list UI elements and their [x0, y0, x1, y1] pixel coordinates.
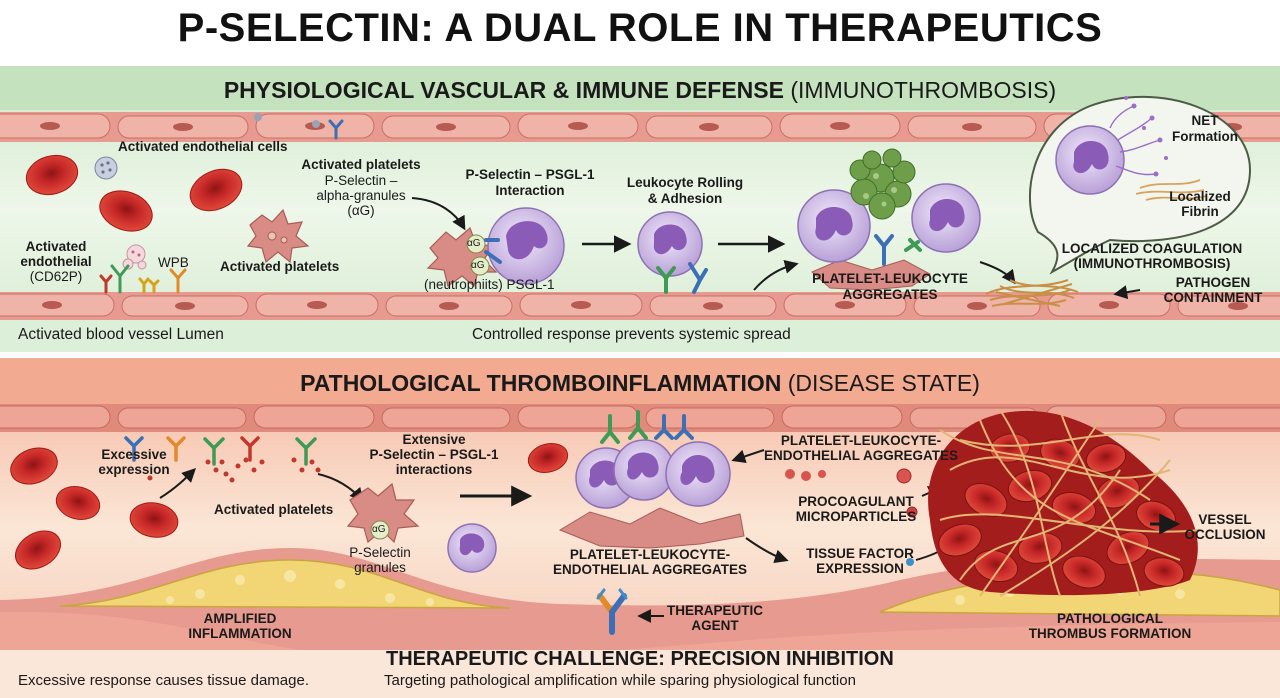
therapeutic-agent-antibody: [596, 588, 628, 635]
label-aggregates-1: PLATELET-LEUKOCYTE: [812, 271, 968, 286]
ple-aggregate: [558, 410, 745, 549]
arrow-from-rolling: [753, 259, 799, 291]
label-thrombus-1: PATHOLOGICAL: [1057, 611, 1163, 626]
label-ple-top-1: PLATELET-LEUKOCYTE-: [780, 433, 942, 448]
pathological-footer-left: Excessive response causes tissue damage.: [18, 672, 309, 689]
label-activated-platelets-top: Activated platelets: [301, 157, 421, 172]
pathological-heading: PATHOLOGICAL THROMBOINFLAMMATION (DISEAS…: [0, 370, 1280, 396]
label-interaction-2: Interaction: [495, 183, 565, 198]
label-pathogen-2: CONTAINMENT: [1163, 290, 1263, 305]
lower-footer-strip: [0, 650, 1280, 698]
label-procoag-1: PROCOAGULANT: [798, 494, 914, 509]
upper-footer-strip: [0, 320, 1280, 352]
label-tissue-factor-2: EXPRESSION: [816, 561, 904, 576]
upper-vessel-wall-bottom: [0, 292, 1280, 320]
label-vessel-1: VESSEL: [1198, 512, 1252, 527]
pathological-heading-normal: (DISEASE STATE): [787, 370, 980, 396]
label-activated-endothelial-cells: Activated endothelial cells: [118, 139, 288, 154]
label-fibrin-1: Localized: [1169, 189, 1231, 204]
main-title: P-SELECTIN: A DUAL ROLE IN THERAPEUTICS: [177, 6, 1103, 50]
label-tissue-factor-1: TISSUE FACTOR: [806, 546, 914, 561]
label-excessive-1: Excessive: [101, 447, 167, 462]
small-particles-top: [254, 113, 320, 128]
label-ple-center-2: ENDOTHELIAL AGGREGATES: [552, 562, 747, 577]
therapeutic-challenge-subtitle: Targeting pathological amplification whi…: [384, 672, 856, 689]
label-coagulation-2: (IMMUNOTHROMBOSIS): [1073, 256, 1231, 271]
interaction-platelet: [426, 226, 498, 288]
label-p-selectin-granules-1: P-Selectin: [349, 545, 411, 560]
label-aggregates-2: AGGREGATES: [842, 287, 938, 302]
label-excessive-2: expression: [98, 462, 170, 477]
label-p-selectin-alpha-2: alpha-granules: [316, 188, 406, 203]
localized-fibrin-mesh: [985, 279, 1079, 307]
label-therapeutic-1: THERAPEUTIC: [666, 603, 763, 618]
label-extensive-3: interactions: [395, 462, 473, 477]
arrow-excessive: [159, 468, 196, 499]
label-coagulation-1: LOCALIZED COAGULATION: [1061, 241, 1243, 256]
therapeutic-challenge-title: THERAPEUTIC CHALLENGE: PRECISION INHIBIT…: [386, 648, 894, 670]
arrow-tissue-factor: [745, 537, 789, 564]
label-wpb: WPB: [158, 255, 189, 270]
p-selectin-receptors-bottom: [124, 436, 317, 466]
platelet-leukocyte-aggregate-top: [797, 148, 981, 291]
label-activated-platelets-bottom: Activated platelets: [220, 259, 340, 274]
rolling-leukocyte: [637, 211, 708, 294]
pathological-thrombus: [928, 409, 1201, 597]
plaque-left: [59, 559, 511, 609]
physiological-heading-bold: PHYSIOLOGICAL VASCULAR & IMMUNE DEFENSE: [223, 77, 784, 103]
endothelial-granule-cell: [94, 156, 147, 270]
label-thrombus-2: THROMBUS FORMATION: [1028, 626, 1192, 641]
red-blood-cells-top: [25, 154, 243, 232]
p-selectin-receptors-top: [99, 119, 344, 294]
label-therapeutic-2: AGENT: [691, 618, 739, 633]
badge-ag-2: αG: [471, 260, 485, 271]
label-net-2: Formation: [1172, 129, 1238, 144]
activated-platelet-top: [246, 208, 310, 264]
red-blood-cells-bottom: [10, 443, 569, 570]
physiological-footer-left: Activated blood vessel Lumen: [18, 326, 224, 343]
label-activated-platelets-path: Activated platelets: [214, 502, 334, 517]
label-extensive-2: P-Selectin – PSGL-1: [369, 447, 499, 462]
label-amplified-1: AMPLIFIED: [203, 611, 277, 626]
label-p-selectin-alpha-1: P-Selectin –: [324, 173, 398, 188]
circulating-leukocyte: [447, 523, 497, 573]
label-ple-center-1: PLATELET-LEUKOCYTE-: [569, 547, 731, 562]
label-neutrophils-psgl1: (neutrophiits) PSGL-1: [424, 277, 555, 292]
physiological-heading-bar: [0, 66, 1280, 110]
label-extensive-1: Extensive: [402, 432, 466, 447]
label-procoag-2: MICROPARTICLES: [795, 509, 917, 524]
physiological-footer-center: Controlled response prevents systemic sp…: [472, 326, 791, 343]
label-p-selectin-granules-2: granules: [354, 560, 406, 575]
arrow-pathogen: [1113, 285, 1141, 300]
pathological-heading-bold: PATHOLOGICAL THROMBOINFLAMMATION: [300, 370, 782, 396]
granule-dots-bottom: [147, 457, 321, 483]
label-rolling-1: Leukocyte Rolling: [626, 175, 744, 190]
label-net-1: NET: [1191, 113, 1219, 128]
pathological-heading-bar: [0, 358, 1280, 404]
label-alpha-g: (αG): [347, 203, 375, 218]
interaction-leukocyte: [484, 207, 565, 285]
net-formation-bubble: [1028, 95, 1252, 275]
badge-ag-1: αG: [467, 238, 481, 249]
label-cd62p: (CD62P): [29, 269, 83, 284]
label-ple-top-2: ENDOTHELIAL AGGREGATES: [763, 448, 958, 463]
badge-ag-3: αG: [372, 524, 386, 535]
label-activated-endothelial-2: endothelial: [20, 254, 92, 269]
label-vessel-2: OCCLUSION: [1184, 527, 1266, 542]
arrow-ple-top: [731, 449, 765, 464]
activated-platelet-bottom: [346, 482, 420, 544]
label-interaction-1: P-Selectin – PSGL-1: [465, 167, 595, 182]
label-pathogen-1: PATHOGEN: [1175, 275, 1251, 290]
label-fibrin-2: Fibrin: [1181, 204, 1219, 219]
label-activated-endothelial-1: Activated: [25, 239, 87, 254]
label-rolling-2: & Adhesion: [647, 191, 723, 206]
physiological-heading: PHYSIOLOGICAL VASCULAR & IMMUNE DEFENSE …: [0, 77, 1280, 103]
physiological-heading-normal: (IMMUNOTHROMBOSIS): [790, 77, 1057, 103]
label-amplified-2: INFLAMMATION: [188, 626, 292, 641]
